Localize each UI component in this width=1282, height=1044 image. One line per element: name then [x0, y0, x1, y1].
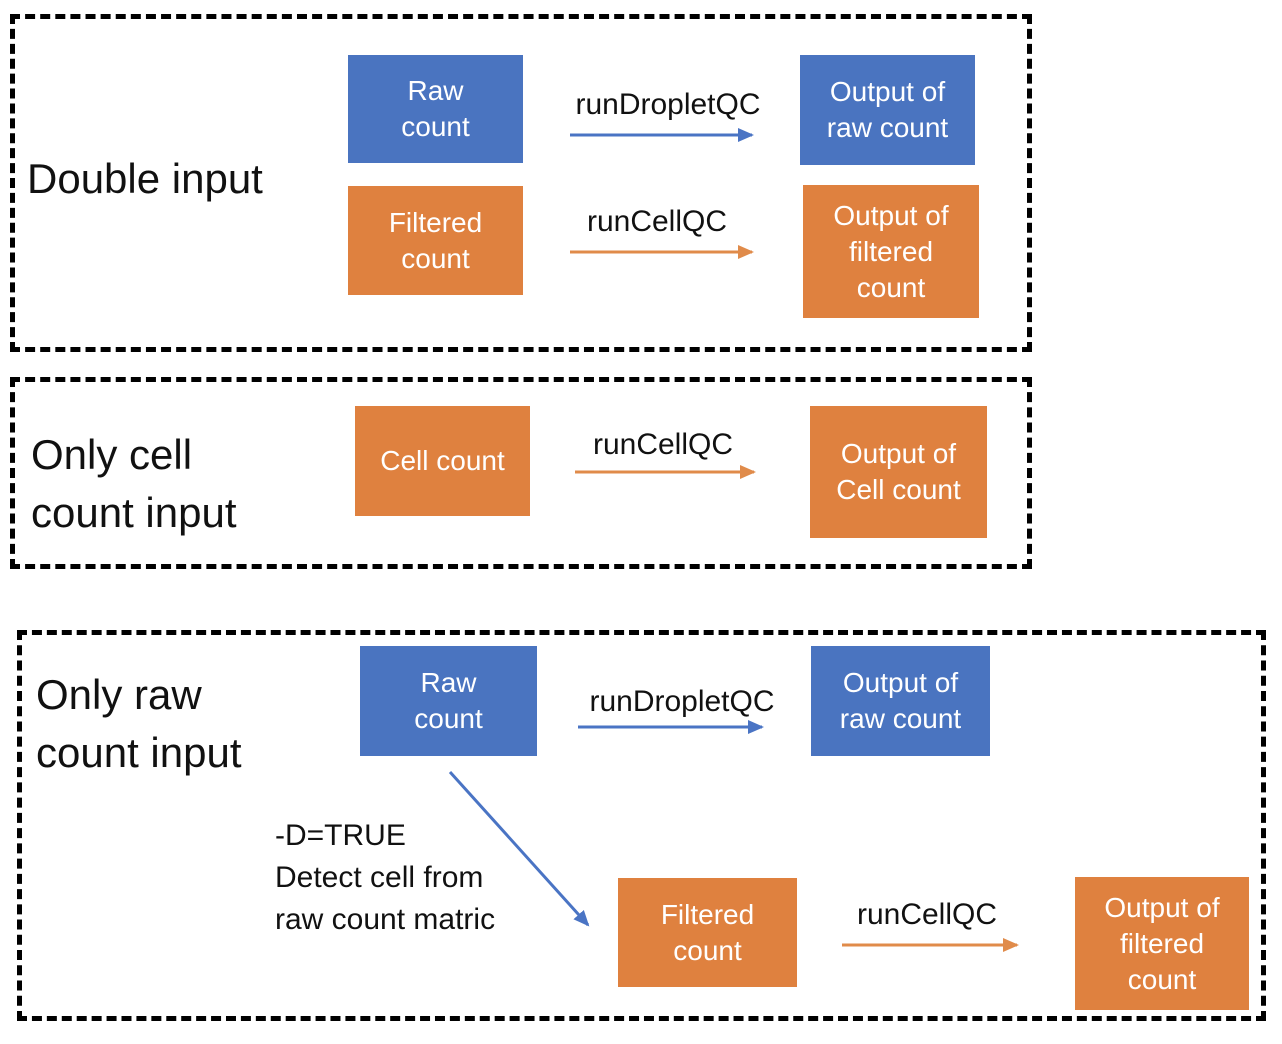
section-only-cell-count-input: [10, 377, 1032, 569]
output-filtered-count-box: Output of filtered count: [803, 185, 979, 318]
output-filtered-count-box: Output of filtered count: [1075, 877, 1249, 1010]
section-title-double-input: Double input: [27, 155, 263, 202]
run-cell-qc-label: runCellQC: [586, 205, 728, 238]
section-only-raw-count-input: [17, 630, 1266, 1021]
run-droplet-qc-label: runDropletQC: [575, 88, 761, 121]
filtered-count-box: Filtered count: [618, 878, 797, 987]
run-cell-qc-label: runCellQC: [856, 898, 998, 931]
output-cell-count-box: Output of Cell count: [810, 406, 987, 538]
section-double-input: [10, 14, 1032, 352]
raw-count-box: Raw count: [348, 55, 523, 163]
detect-cell-note: -D=TRUE Detect cell from raw count matri…: [275, 819, 496, 936]
filtered-count-box: Filtered count: [348, 186, 523, 295]
section-title-only-cell-count-input: Only cell count input: [31, 431, 237, 536]
output-raw-count-box: Output of raw count: [811, 646, 990, 756]
cell-count-box: Cell count: [355, 406, 530, 516]
run-droplet-qc-label: runDropletQC: [589, 685, 775, 718]
run-cell-qc-label: runCellQC: [592, 428, 734, 461]
output-raw-count-box: Output of raw count: [800, 55, 975, 165]
section-title-only-raw-count-input: Only raw count input: [36, 671, 242, 776]
raw-count-box: Raw count: [360, 646, 537, 756]
